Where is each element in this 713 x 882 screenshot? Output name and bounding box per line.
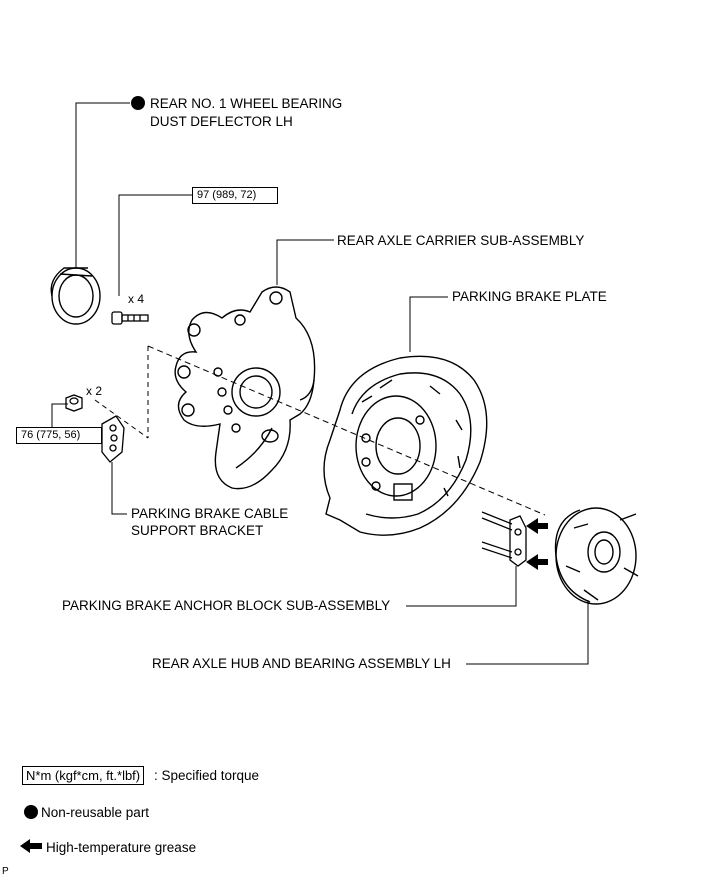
corner-mark: P (2, 866, 9, 877)
brake-plate-part (323, 355, 488, 536)
leader-hub-bearing (466, 600, 589, 665)
legend-nonreusable-desc: Non-reusable part (41, 805, 150, 820)
label-cable-bracket-line2: SUPPORT BRACKET (131, 523, 264, 538)
leader-cable-bracket (111, 462, 127, 515)
torque-box-nut: 76 (775, 56) (16, 427, 102, 444)
qty-nut: x 2 (86, 384, 103, 398)
label-hub-bearing: REAR AXLE HUB AND BEARING ASSEMBLY LH (152, 656, 451, 671)
legend-grease-desc: High-temperature grease (46, 840, 197, 855)
grease-arrow-icon (526, 554, 548, 570)
torque-box-bolt: 97 (989, 72) (192, 187, 278, 204)
legend-torque-desc: : Specified torque (154, 768, 260, 783)
anchor-block-part (481, 511, 527, 567)
leader-bolt-torque (118, 194, 192, 296)
dust-deflector-part (50, 267, 101, 325)
hub-bearing-part (554, 507, 639, 605)
legend-torque-unit-box: N*m (kgf*cm, ft.*lbf) (22, 766, 145, 785)
axis-line-bracket (94, 399, 149, 439)
nonreusable-dot-icon (131, 96, 145, 110)
leader-brake-plate (409, 296, 448, 352)
legend-nonreusable-dot-icon (24, 805, 38, 819)
leader-carrier (276, 239, 334, 285)
label-cable-bracket-line1: PARKING BRAKE CABLE (131, 506, 289, 521)
label-anchor-block: PARKING BRAKE ANCHOR BLOCK SUB-ASSEMBLY (62, 598, 391, 613)
bracket-nut-part (65, 394, 83, 412)
leader-dust-deflector (75, 102, 130, 268)
cable-bracket-part (101, 415, 125, 463)
leader-nut-torque (51, 403, 68, 428)
label-dust-deflector-line2: DUST DEFLECTOR LH (150, 114, 293, 129)
axis-line-main (147, 345, 546, 516)
label-brake-plate: PARKING BRAKE PLATE (452, 289, 607, 304)
qty-bolt: x 4 (128, 292, 145, 306)
grease-arrow-legend-icon (20, 839, 42, 853)
leader-anchor-block (406, 566, 517, 607)
carrier-bolt-part (111, 311, 149, 325)
label-dust-deflector-line1: REAR NO. 1 WHEEL BEARING (150, 96, 343, 111)
label-carrier: REAR AXLE CARRIER SUB-ASSEMBLY (337, 233, 585, 248)
axle-carrier-part (174, 286, 316, 490)
grease-arrow-icon (526, 518, 548, 534)
